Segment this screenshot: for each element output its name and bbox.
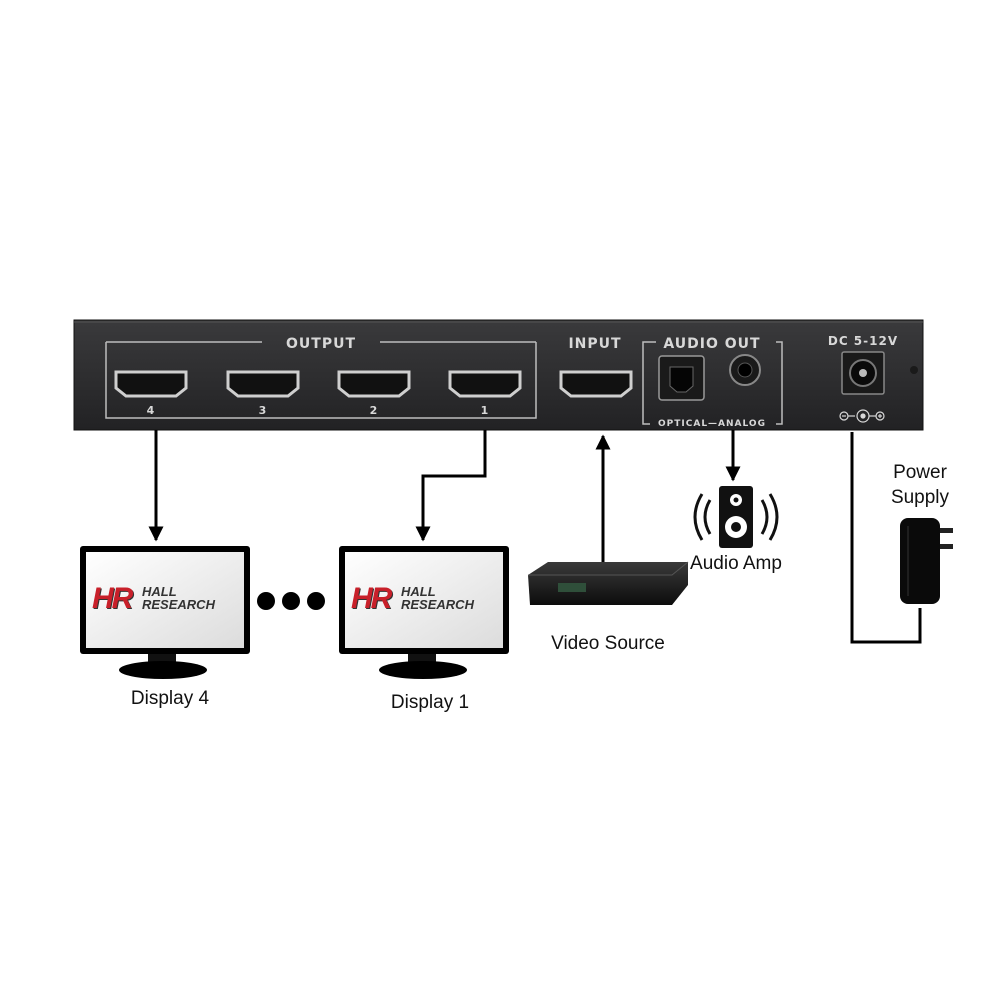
video-source-box — [528, 561, 689, 605]
hdmi-output-port-2 — [337, 370, 411, 398]
logo-line1: HALL — [142, 584, 177, 599]
optical-port — [658, 355, 705, 401]
port-number-1: 1 — [481, 404, 490, 417]
output-label: OUTPUT — [286, 336, 356, 352]
logo-mark: HR — [351, 582, 392, 615]
power-supply-line2: Supply — [890, 487, 950, 508]
splitter-rear-panel: OUTPUT 4 3 2 1 INPUT AUDIO OUT — [73, 319, 924, 431]
audio-amp-caption: Audio Amp — [690, 553, 782, 574]
dc-power-jack — [841, 351, 885, 395]
port-number-4: 4 — [147, 404, 156, 417]
video-source-caption: Video Source — [551, 633, 665, 654]
optical-analog-label: OPTICAL—ANALOG — [658, 419, 766, 429]
port-number-3: 3 — [259, 404, 268, 417]
polarity-symbol-icon — [839, 409, 885, 423]
hall-research-logo-display-4: HR HALL RESEARCH — [88, 580, 242, 620]
ellipsis-dots-icon — [257, 592, 325, 610]
arrow-output1-to-display1 — [415, 430, 487, 542]
dc-label: DC 5-12V — [828, 334, 898, 348]
audio-amp-speaker-icon — [693, 486, 779, 548]
hdmi-output-port-4 — [114, 370, 188, 398]
logo-mark: HR — [92, 582, 133, 615]
input-label: INPUT — [568, 336, 621, 352]
hall-research-logo-display-1: HR HALL RESEARCH — [347, 580, 501, 620]
audio-out-bracket — [642, 341, 783, 425]
ground-screw — [910, 366, 918, 374]
display-1-monitor — [339, 546, 509, 679]
logo-line2: RESEARCH — [401, 597, 474, 612]
hdmi-output-port-3 — [226, 370, 300, 398]
power-supply-caption: Power Supply — [870, 460, 970, 510]
power-supply-line1: Power — [893, 462, 947, 483]
power-cable — [850, 432, 922, 644]
power-adapter-icon — [900, 518, 953, 604]
output-bracket — [105, 341, 537, 419]
hdmi-output-port-1 — [448, 370, 522, 398]
logo-line2: RESEARCH — [142, 597, 215, 612]
hdmi-input-port — [559, 370, 633, 398]
display-4-monitor — [80, 546, 250, 679]
display-1-caption: Display 1 — [390, 692, 470, 713]
connection-lines — [148, 430, 922, 644]
audio-out-label: AUDIO OUT — [663, 336, 760, 352]
port-number-2: 2 — [370, 404, 379, 417]
logo-line1: HALL — [401, 584, 436, 599]
display-4-caption: Display 4 — [130, 688, 210, 709]
analog-audio-jack — [729, 354, 761, 386]
